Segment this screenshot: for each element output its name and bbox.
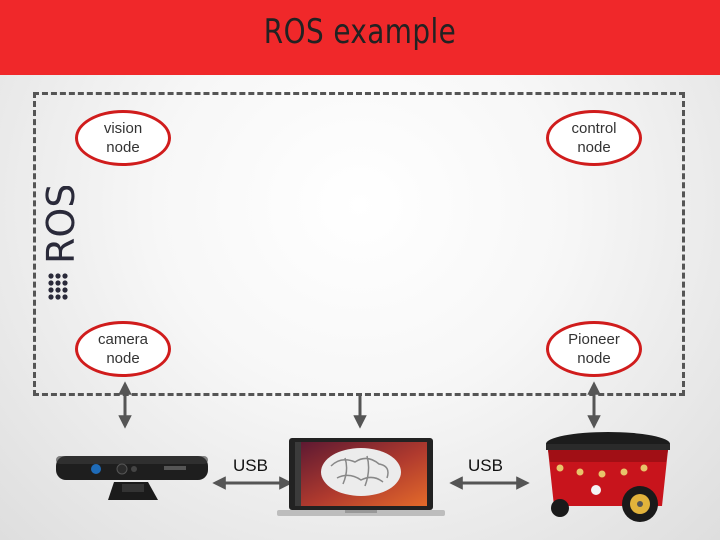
camera-node: camera node [75,321,171,377]
vision-node: vision node [75,110,171,166]
ros-logo-text: ROS [41,186,81,264]
usb-label-right: USB [468,456,503,475]
control-node: control node [546,110,642,166]
usb-label-left: USB [233,456,268,475]
slide-title: ROS example [263,12,457,52]
laptop-icon [277,438,445,516]
pioneer-node: Pioneer node [546,321,642,377]
ros-boundary [33,92,685,396]
kinect-sensor-icon [56,456,208,500]
title-bar [0,0,720,75]
pioneer-robot-icon [546,432,670,522]
ros-logo-label: ROS [41,186,81,264]
ros-logo-icon [48,273,68,300]
